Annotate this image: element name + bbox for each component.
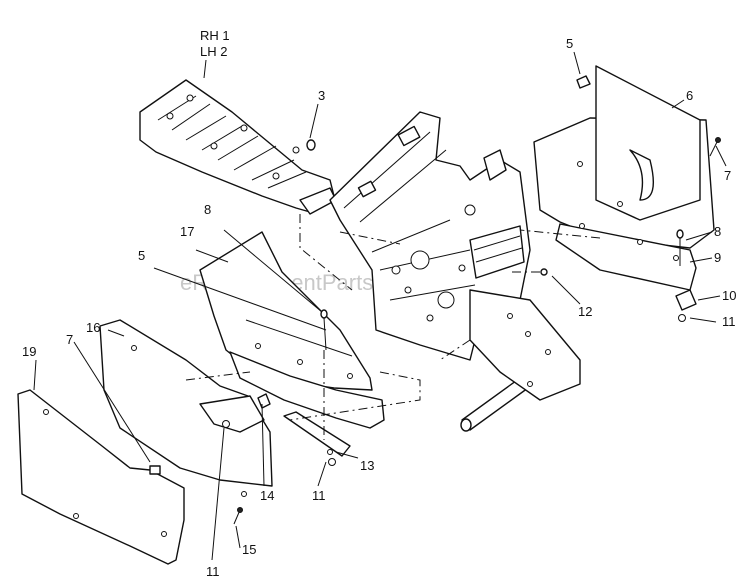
callout-16: 16 (86, 320, 100, 335)
side-panel-17-part (199, 231, 385, 429)
leader-lines (33, 51, 727, 561)
callout-7-right: 7 (724, 168, 731, 183)
callout-19: 19 (22, 344, 36, 359)
callout-11-mid: 11 (312, 488, 326, 503)
part-12-pin (540, 268, 548, 276)
callout-10: 10 (722, 288, 736, 303)
callout-15: 15 (242, 542, 256, 557)
callout-3: 3 (318, 88, 325, 103)
axle-bar-part (460, 377, 529, 432)
front-panel-19-part (17, 389, 185, 565)
part-15-screw (233, 507, 243, 525)
callout-14: 14 (260, 488, 274, 503)
callout-5-top: 5 (566, 36, 573, 51)
part-11-bottom-nut (328, 458, 336, 466)
callout-11-right: 11 (722, 314, 736, 329)
callout-rh1: RH 1 (200, 28, 230, 43)
side-panel-16-part (99, 319, 273, 497)
callout-12: 12 (578, 304, 592, 319)
callout-13: 13 (360, 458, 374, 473)
callout-8-right: 8 (714, 224, 721, 239)
part-5-top (576, 75, 591, 89)
callout-5-left: 5 (138, 248, 145, 263)
callout-labels: RH 1 LH 2 3 5 6 7 8 9 10 11 12 8 17 5 16… (22, 28, 736, 579)
callout-lh2: LH 2 (200, 44, 227, 59)
alignment-lines (185, 214, 601, 440)
callout-11-bottom: 11 (206, 564, 220, 579)
rear-panel-part (533, 65, 715, 291)
callout-17: 17 (180, 224, 194, 239)
callout-6: 6 (686, 88, 693, 103)
right-rail-part (469, 289, 581, 401)
callout-7-left: 7 (66, 332, 73, 347)
part-7-right-screw (709, 137, 721, 157)
callout-8-left: 8 (204, 202, 211, 217)
bracket-13-part (283, 411, 351, 457)
part-11-right-nut (678, 314, 686, 322)
part-8-left-bolt (320, 309, 328, 351)
part-11-mid-nut (222, 420, 230, 428)
callout-9: 9 (714, 250, 721, 265)
part-14-clip (257, 393, 271, 409)
part-3-plug (306, 139, 316, 151)
part-10-bracket (675, 289, 697, 311)
footrest-part (139, 79, 337, 215)
part-8-right-bolt (676, 229, 684, 266)
